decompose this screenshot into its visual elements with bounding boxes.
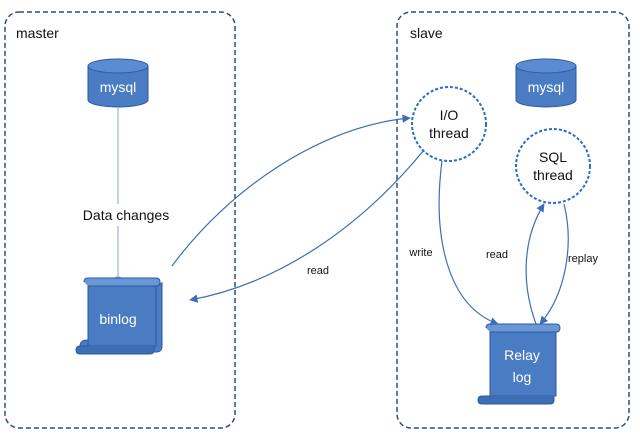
sql-thread-relay-log-replay-arrow: [539, 203, 569, 325]
binlog-scroll: binlog: [75, 277, 163, 355]
relay-log-label-line2: log: [513, 369, 532, 385]
io-thread-label-line2: thread: [429, 125, 469, 141]
relay-log-label-line1: Relay: [504, 347, 540, 363]
relay-log-scroll: Relay log: [477, 323, 561, 405]
read-relay-label: read: [486, 249, 508, 261]
slave-panel-label: slave: [410, 25, 443, 41]
replay-label: replay: [568, 253, 598, 265]
read-binlog-label: read: [307, 265, 329, 277]
master-mysql-label: mysql: [100, 79, 137, 95]
master-panel-label: master: [16, 25, 59, 41]
binlog-to-io-thread-arrow: [171, 114, 411, 267]
slave-mysql-database: mysql: [515, 58, 577, 108]
slave-mysql-label: mysql: [528, 79, 565, 95]
relay-log-sql-thread-read-arrow: [525, 203, 545, 325]
master-mysql-database: mysql: [87, 58, 149, 108]
io-thread-to-binlog-read-arrow: [189, 149, 425, 303]
binlog-label: binlog: [99, 311, 136, 327]
slave-panel: [396, 11, 630, 429]
write-label: write: [408, 247, 432, 259]
io-thread-to-relay-log-write-arrow: [438, 160, 499, 326]
sql-thread-label-line1: SQL: [539, 149, 567, 165]
sql-thread-label-line2: thread: [533, 167, 573, 183]
master-panel: [4, 11, 236, 429]
io-thread-label-line1: I/O: [440, 107, 459, 123]
io-thread-node: I/O thread: [411, 86, 487, 162]
data-changes-label: Data changes: [83, 207, 169, 223]
sql-thread-node: SQL thread: [515, 128, 591, 204]
